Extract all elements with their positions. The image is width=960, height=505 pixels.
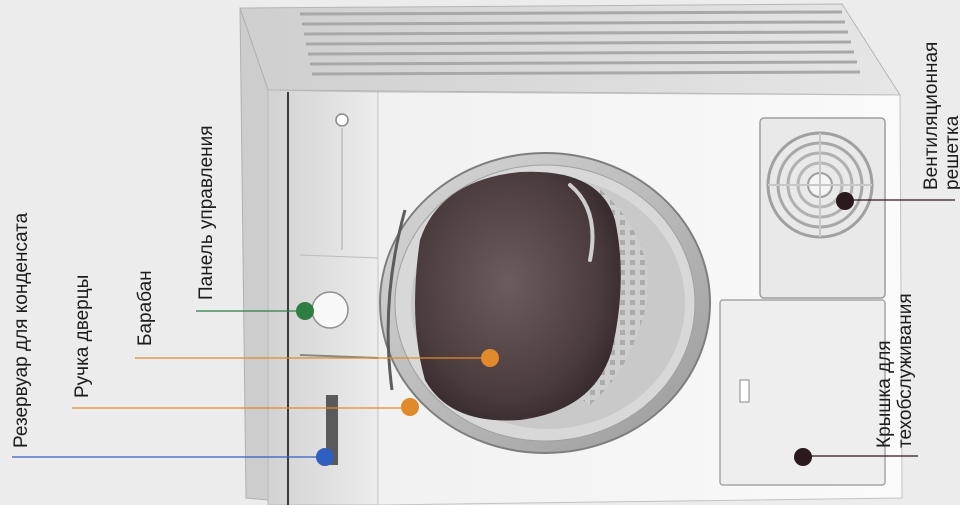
vent-label-line1: Вентиляционная (921, 42, 942, 190)
control-panel-label: Панель управления (196, 125, 217, 300)
labels: Резервуар для конденсата Ручка дверцы Ба… (11, 42, 960, 448)
drum-marker-icon (481, 349, 499, 367)
drum-interior (415, 171, 621, 421)
control-knob (311, 291, 349, 329)
service-cover (719, 299, 886, 486)
vent-label-line2: решетка (942, 115, 960, 190)
reservoir-label: Резервуар для конденсата (11, 212, 32, 448)
markers (296, 192, 854, 466)
door-assembly (379, 152, 711, 454)
door-handle-label: Ручка дверцы (72, 275, 93, 398)
top-vent-slats (299, 10, 861, 76)
callout-lines (12, 199, 955, 458)
service-cover-latch (739, 379, 750, 403)
control-panel-marker-icon (296, 302, 314, 320)
reservoir-marker-icon (316, 448, 334, 466)
service-label-line1: Крышка для (874, 340, 895, 448)
drum-label: Барабан (135, 270, 156, 346)
control-indicator (335, 113, 349, 127)
reservoir-slot (326, 395, 338, 465)
vent-marker-icon (836, 192, 854, 210)
service-label-line2: техобслуживания (895, 293, 916, 448)
service-marker-icon (794, 448, 812, 466)
vent-grille (759, 117, 886, 299)
machine-left-column (267, 89, 379, 505)
door-handle-marker-icon (401, 398, 419, 416)
